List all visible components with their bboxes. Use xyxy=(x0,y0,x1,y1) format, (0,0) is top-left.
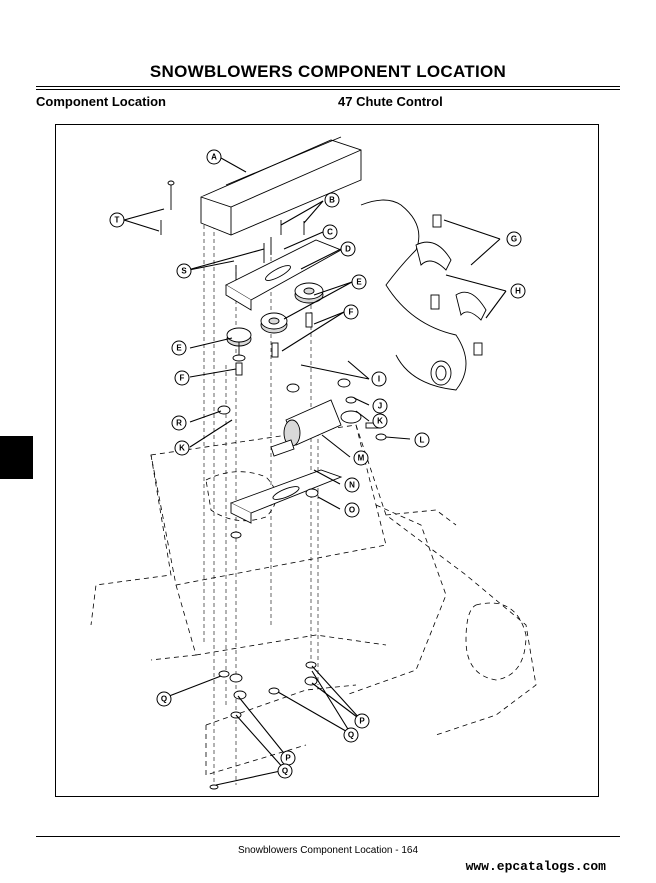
callout-f-left-label: F xyxy=(180,374,185,383)
callout-n: N xyxy=(344,477,360,493)
control-cable xyxy=(360,199,487,391)
callout-f-right-label: F xyxy=(349,308,354,317)
callout-q-right: Q xyxy=(343,727,359,743)
callout-q-right-label: Q xyxy=(348,731,354,740)
callout-h: H xyxy=(510,283,526,299)
callout-e-right: E xyxy=(351,274,367,290)
exploded-view-diagram: A B C D E E F F G H I J K K L M N O P P … xyxy=(90,136,537,790)
section-name: 47 Chute Control xyxy=(338,94,443,109)
washers-and-nuts xyxy=(209,378,387,790)
callout-c-label: C xyxy=(327,228,333,237)
callout-o: O xyxy=(344,502,360,518)
section-tab-marker xyxy=(0,436,33,479)
callout-j-label: J xyxy=(378,402,382,411)
callout-p-left-label: P xyxy=(285,754,291,763)
callout-p-left: P xyxy=(280,750,296,766)
callout-m-label: M xyxy=(358,454,365,463)
callout-q-bottom-label: Q xyxy=(282,767,288,776)
callout-e-right-label: E xyxy=(356,278,362,287)
callout-t-label: T xyxy=(115,216,120,225)
leader-lines xyxy=(123,157,507,786)
callout-c: C xyxy=(322,224,338,240)
callout-m: M xyxy=(353,450,369,466)
callout-d: D xyxy=(340,241,356,257)
callout-a: A xyxy=(206,149,222,165)
left-gear xyxy=(226,327,252,362)
assembly-guide-lines xyxy=(203,225,319,790)
callout-f-right: F xyxy=(343,304,359,320)
callout-q-bottom: Q xyxy=(277,763,293,779)
base-housing xyxy=(90,424,537,776)
upper-gear xyxy=(294,282,324,304)
callout-s-label: S xyxy=(181,267,187,276)
callout-s: S xyxy=(176,263,192,279)
callout-p-right-label: P xyxy=(359,717,365,726)
bolts xyxy=(160,180,305,280)
callout-r-label: R xyxy=(176,419,182,428)
callout-r: R xyxy=(171,415,187,431)
callout-l-label: L xyxy=(420,436,425,445)
callout-o-label: O xyxy=(349,506,355,515)
callout-q-left-label: Q xyxy=(161,695,167,704)
callout-i: I xyxy=(371,371,387,387)
chute-housing xyxy=(200,136,362,236)
callout-g-label: G xyxy=(511,235,517,244)
upper-bracket-plate xyxy=(225,239,343,311)
callout-p-right: P xyxy=(354,713,370,729)
callout-b-label: B xyxy=(329,196,335,205)
callout-b: B xyxy=(324,192,340,208)
callout-q-left: Q xyxy=(156,691,172,707)
title-rule-lower xyxy=(36,89,620,90)
chute-actuator xyxy=(270,399,381,457)
page-title: SNOWBLOWERS COMPONENT LOCATION xyxy=(149,62,507,81)
callout-e-left: E xyxy=(171,340,187,356)
title-rule-upper xyxy=(36,86,620,87)
callout-k-left: K xyxy=(174,440,190,456)
callout-a-label: A xyxy=(211,153,217,162)
callout-h-label: H xyxy=(515,287,521,296)
callout-f-left: F xyxy=(174,370,190,386)
middle-gear xyxy=(260,312,288,334)
callout-g: G xyxy=(506,231,522,247)
diagram-frame: A B C D E E F F G H I J K K L M N O P P … xyxy=(55,124,599,797)
callout-k-right: K xyxy=(372,413,388,429)
callout-k-left-label: K xyxy=(179,444,185,453)
watermark: www.epcatalogs.com xyxy=(465,859,606,874)
callout-d-label: D xyxy=(345,245,351,254)
callout-e-left-label: E xyxy=(176,344,182,353)
section-label: Component Location xyxy=(36,94,166,109)
lower-bracket-plate xyxy=(229,469,343,524)
callout-i-label: I xyxy=(378,375,380,384)
callout-n-label: N xyxy=(349,481,355,490)
footer-rule xyxy=(36,836,620,837)
callout-j: J xyxy=(372,398,388,414)
callout-t: T xyxy=(109,212,125,228)
callout-k-right-label: K xyxy=(377,417,383,426)
callout-l: L xyxy=(414,432,430,448)
page-footer: Snowblowers Component Location - 164 xyxy=(237,845,419,856)
